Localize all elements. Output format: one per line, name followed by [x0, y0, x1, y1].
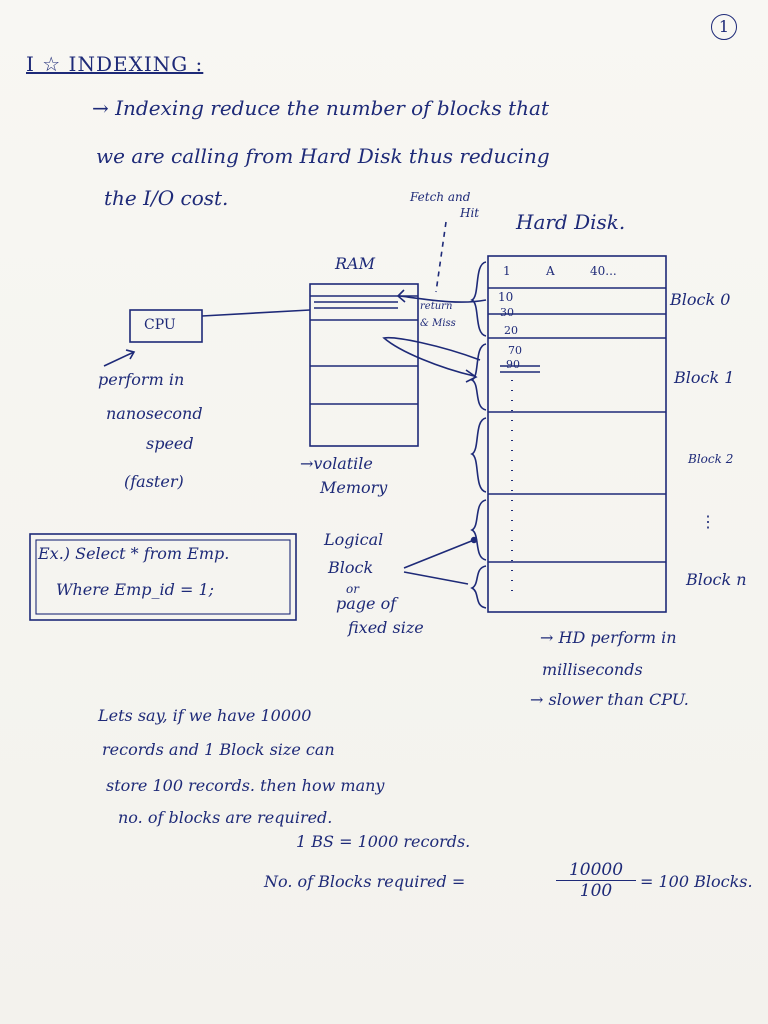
block0-value-2: 30 — [500, 306, 514, 319]
result-fraction: 10000 100 — [556, 860, 636, 901]
disk-row-name: A — [546, 264, 555, 278]
page-number: 1 — [711, 14, 737, 40]
problem-line-3: store 100 records. then how many — [106, 776, 385, 795]
ram-label: RAM — [335, 254, 375, 273]
hd-note-2: milliseconds — [542, 660, 643, 679]
hd-note-1: → HD perform in — [540, 628, 677, 647]
hard-disk-box — [487, 255, 667, 613]
logical-note-4: page of — [336, 594, 397, 613]
brace-block-2 — [470, 417, 487, 493]
miss-label: & Miss — [420, 318, 456, 329]
ram-note-1: →volatile — [300, 454, 373, 473]
problem-line-4: no. of blocks are required. — [118, 808, 333, 827]
cpu-note-1: perform in — [98, 370, 185, 389]
ram-box — [309, 283, 419, 447]
example-box — [29, 533, 297, 621]
page-heading: I ☆ INDEXING : — [26, 52, 204, 76]
problem-line-1: Lets say, if we have 10000 — [98, 706, 312, 725]
logical-note-2: Block — [328, 558, 374, 577]
intro-line-1: → Indexing reduce the number of blocks t… — [92, 96, 549, 120]
example-line-1: Ex.) Select * from Emp. — [38, 544, 230, 563]
brace-block-1 — [470, 343, 487, 411]
example-line-2: Where Emp_id = 1; — [56, 580, 215, 599]
cpu-box — [129, 309, 203, 343]
block1-value-2: 90 — [506, 358, 520, 371]
hd-note-3: → slower than CPU. — [530, 690, 689, 709]
result-numerator: 10000 — [556, 860, 636, 881]
brace-block-3 — [470, 499, 487, 561]
problem-line-2: records and 1 Block size can — [102, 740, 335, 759]
block0-value-1: 10 — [498, 290, 514, 304]
block0-value-3: 20 — [504, 324, 518, 337]
logical-note-5: fixed size — [348, 618, 424, 637]
return-arrow — [399, 295, 487, 303]
brace-block-n — [470, 565, 487, 609]
logical-pointer-2 — [403, 571, 469, 585]
cpu-ram-line — [201, 309, 311, 317]
block-size-line: 1 BS = 1000 records. — [296, 832, 471, 851]
intro-line-3: the I/O cost. — [104, 186, 229, 210]
disk-row-key: 1 — [503, 264, 511, 278]
intro-line-2: we are calling from Hard Disk thus reduc… — [96, 144, 550, 168]
cpu-note-4: (faster) — [124, 472, 184, 491]
fetch-and-label: Fetch and — [410, 190, 471, 204]
return-label: return — [420, 301, 453, 312]
fetch-hit-line — [435, 221, 447, 293]
block-label-n: Block n — [686, 570, 747, 589]
cpu-note-2: nanosecond — [106, 404, 203, 423]
logical-pointer-1 — [403, 539, 475, 569]
block-label-0: Block 0 — [670, 290, 731, 309]
hit-label: Hit — [460, 206, 480, 220]
block1-value-1: 70 — [508, 344, 522, 357]
hard-disk-label: Hard Disk. — [516, 210, 626, 234]
block-label-1: Block 1 — [674, 368, 735, 387]
result-denominator: 100 — [579, 881, 613, 901]
logical-note-3: or — [346, 582, 359, 596]
cpu-note-3: speed — [146, 434, 194, 453]
logical-note-1: Logical — [324, 530, 384, 549]
result-label: No. of Blocks required = — [264, 872, 466, 891]
brace-block-0 — [470, 261, 487, 337]
block-label-2: Block 2 — [688, 452, 734, 466]
ram-note-2: Memory — [320, 478, 388, 497]
result-answer: = 100 Blocks. — [640, 872, 753, 891]
cpu-label: CPU — [144, 317, 176, 333]
block-ellipsis: ⋮ — [700, 512, 716, 531]
disk-row-value: 40... — [590, 264, 617, 278]
miss-arrow — [382, 336, 481, 377]
